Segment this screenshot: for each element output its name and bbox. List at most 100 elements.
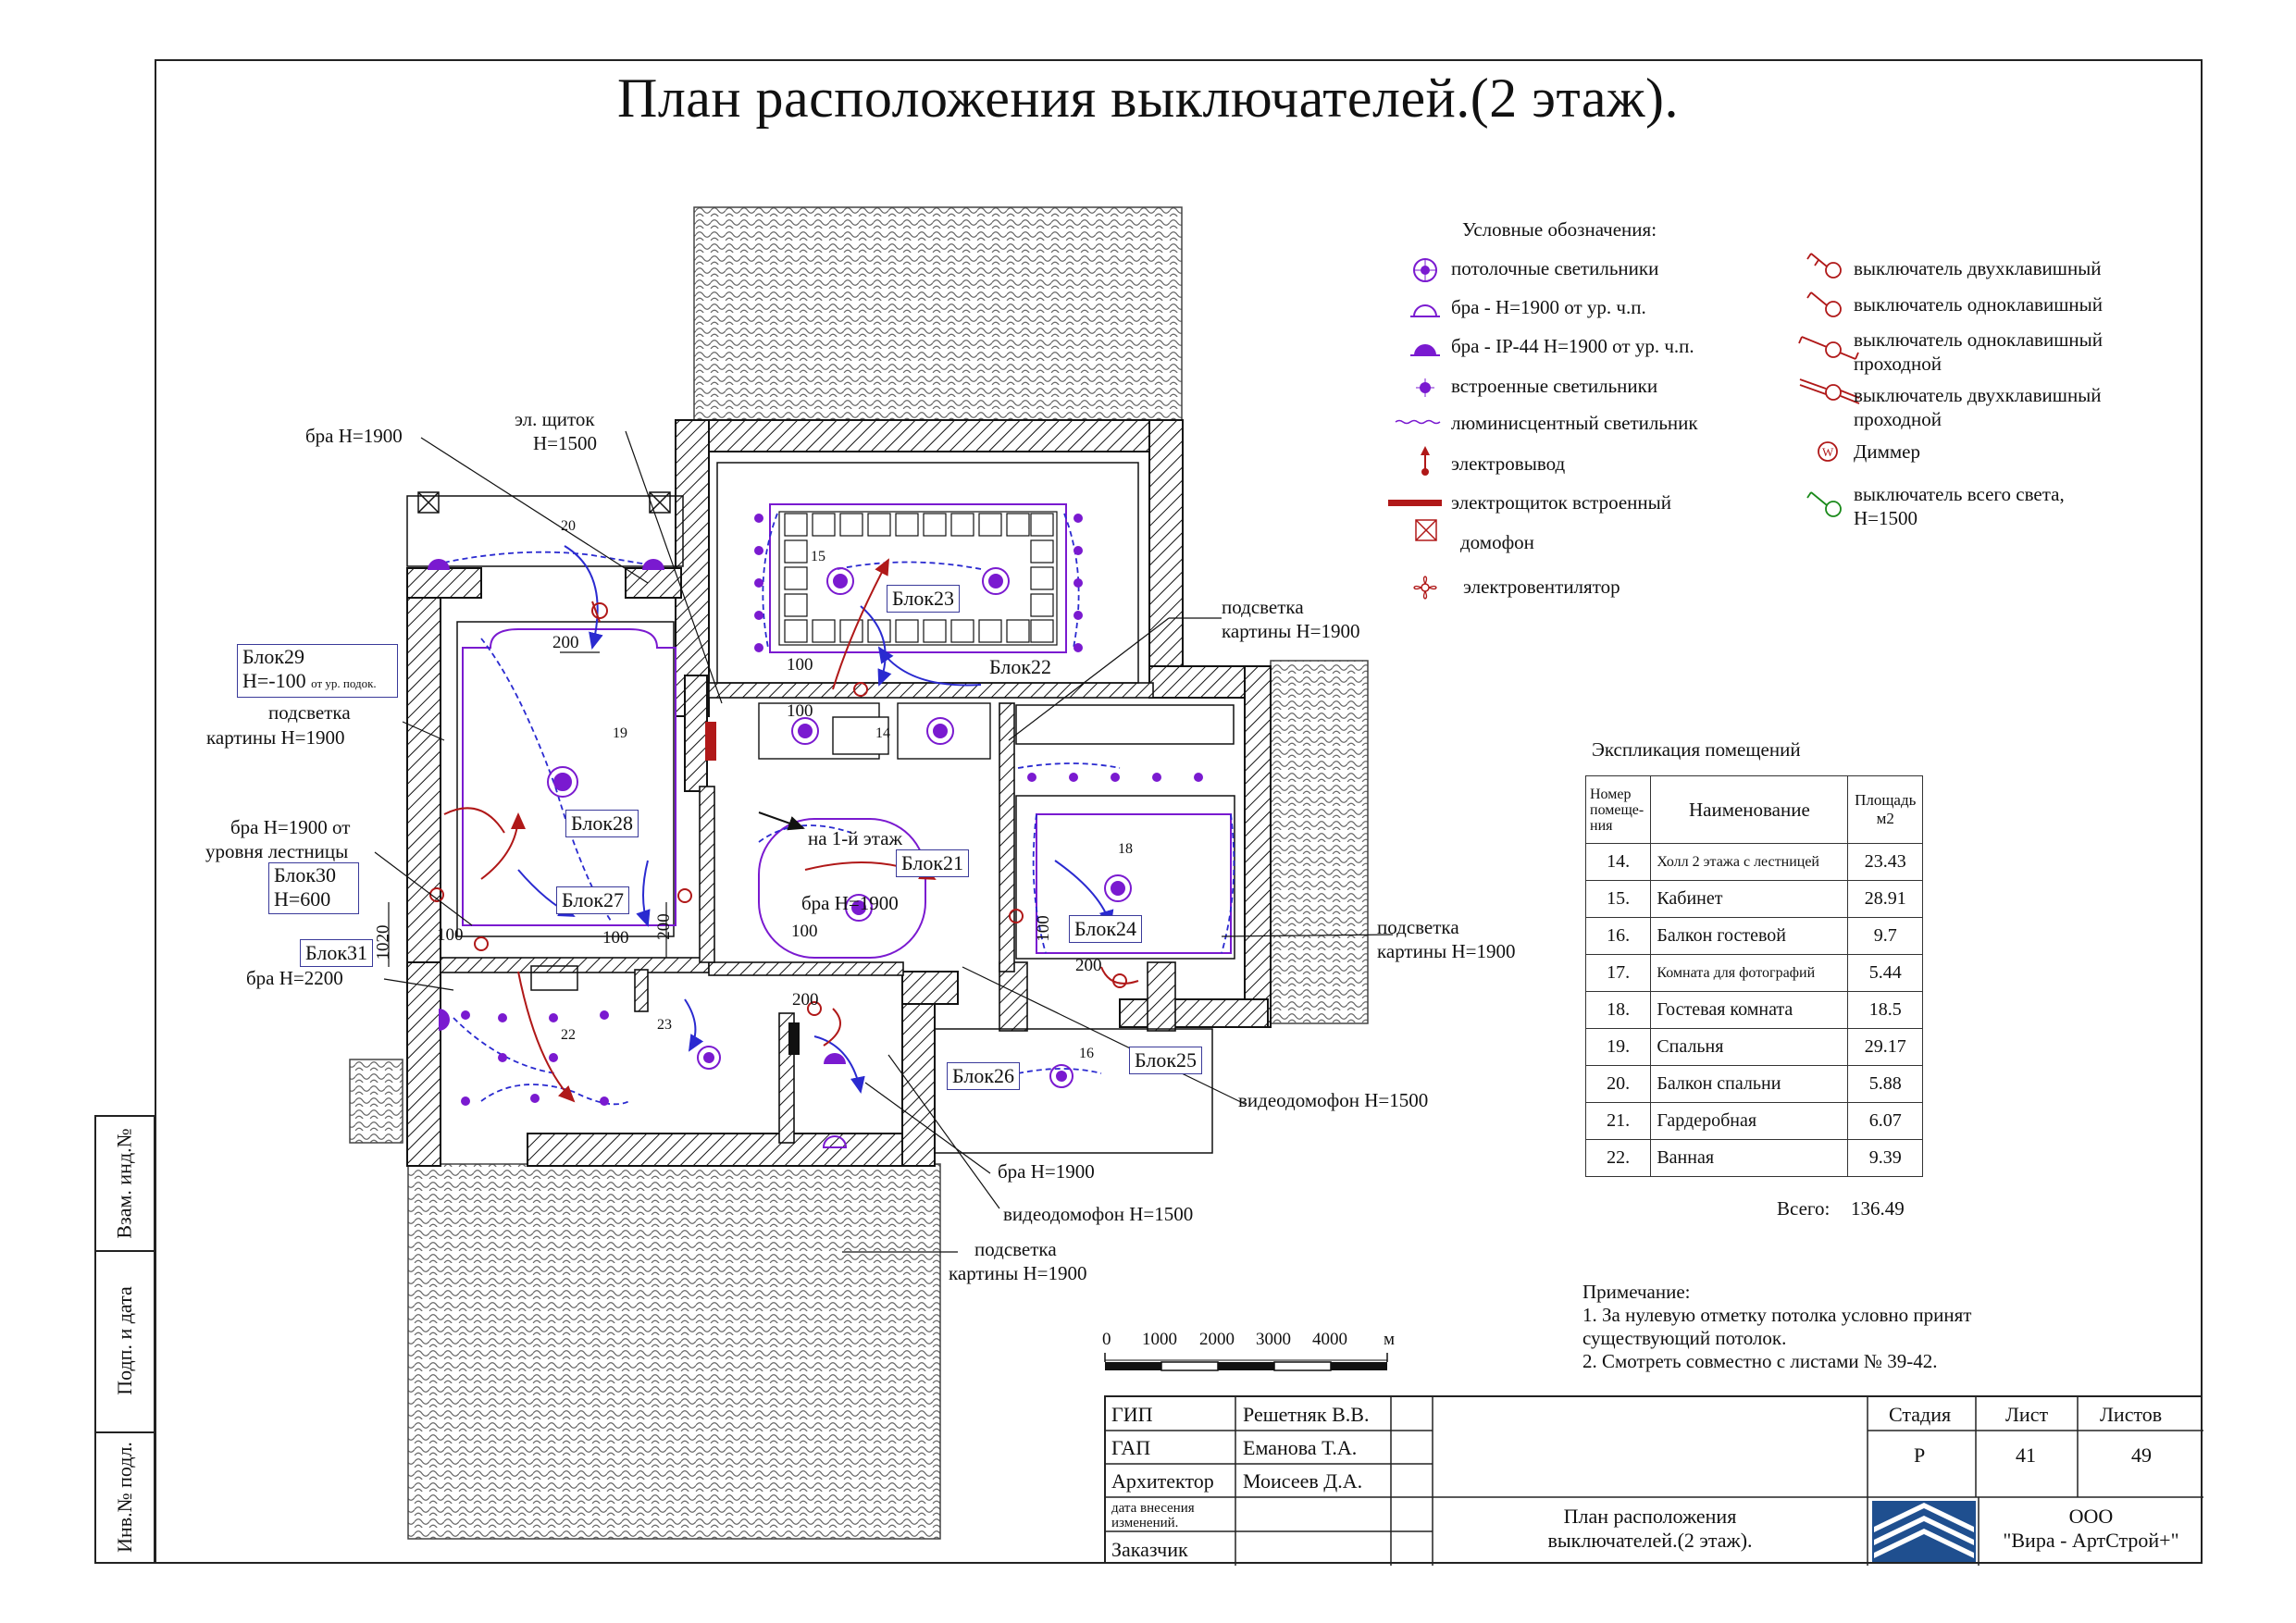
block23-label: Блок23	[887, 585, 961, 613]
block27-label: Блок27	[556, 886, 630, 914]
title-block-grid	[1106, 1397, 2203, 1566]
stamp-sheet-value: 41	[2016, 1443, 2036, 1467]
wall-sconce-ip44-icon	[1410, 344, 1440, 356]
wall-sconces	[428, 559, 848, 1148]
stair-arrow	[758, 812, 805, 831]
dim-label: 100	[437, 925, 464, 945]
scale-tick-4000: 4000	[1312, 1330, 1347, 1349]
note-line3: 2. Смотреть совместно с листами № 39-42.	[1582, 1350, 1938, 1372]
legend-switch-single-pass-1: выключатель одноклавишный	[1854, 328, 2103, 351]
cell-name: Спальня	[1650, 1028, 1849, 1066]
svg-text:19: 19	[613, 725, 627, 741]
title-block: ГИП Решетняк В.В. ГАП Еманова Т.А. Архит…	[1104, 1395, 2203, 1566]
dim-label: 100	[791, 922, 818, 941]
svg-text:15: 15	[811, 549, 825, 564]
dim-label: 200	[552, 633, 579, 652]
explication-table: Номер помеще-ния Наименование Площадь м2…	[1584, 775, 1923, 1177]
roof-tiles-left	[349, 1059, 403, 1144]
table-header-row: Номер помеще-ния Наименование Площадь м2	[1584, 775, 1923, 844]
switch-single-icon	[1806, 291, 1842, 317]
page-title: План расположения выключателей.(2 этаж).	[617, 68, 1679, 129]
scale-tick-3000: 3000	[1256, 1330, 1291, 1349]
scale-bar	[1104, 1353, 1388, 1371]
explication-total-label: Всего:	[1777, 1197, 1831, 1220]
callout-picture-light-top-2: картины Н=1900	[1222, 620, 1360, 642]
cell-name: Балкон спальни	[1650, 1065, 1849, 1103]
recessed-light-icon	[1416, 378, 1434, 397]
switch-double-pass-icon	[1799, 378, 1860, 404]
stamp-name-gap: Еманова Т.А.	[1243, 1436, 1358, 1459]
legend-dimmer: Диммер	[1854, 440, 1920, 463]
callout-picture-light-top-1: подсветка	[1222, 596, 1304, 618]
callout-picture-light-right-1: подсветка	[1377, 916, 1459, 938]
cell-name: Гардеробная	[1650, 1102, 1849, 1140]
dim-label: 100	[787, 655, 813, 675]
stamp-header-sheet: Лист	[2005, 1403, 2049, 1426]
master-switch-icon	[1806, 491, 1842, 517]
legend-switch-single-pass-2: проходной	[1854, 353, 1942, 375]
callout-videophone-2: видеодомофон Н=1500	[1003, 1203, 1194, 1225]
callout-picture-light-right-2: картины Н=1900	[1377, 940, 1516, 962]
callout-sconce-1900-mid: бра Н=1900	[801, 892, 899, 914]
callout-sconce-1900-top: бра Н=1900	[305, 425, 403, 447]
note-heading: Примечание:	[1582, 1281, 1691, 1303]
stamp-header-sheets: Листов	[2100, 1403, 2163, 1426]
company-logo-icon	[1872, 1501, 1976, 1562]
fluorescent-lamp-icon	[1395, 419, 1441, 425]
legend-left-icons	[1388, 258, 1442, 541]
dimmer-glyph: W	[1822, 445, 1834, 459]
svg-text:14: 14	[875, 725, 890, 741]
cell-number: 22.	[1584, 1139, 1652, 1177]
fan-icon	[1413, 576, 1437, 600]
cell-number: 16.	[1584, 917, 1652, 955]
side-stamp: Взам. инд.№ Подп. и дата Инв.№ подл.	[94, 1115, 155, 1564]
cell-number: 19.	[1584, 1028, 1652, 1066]
bath-sink	[530, 965, 578, 991]
stamp-role-gip: ГИП	[1111, 1403, 1153, 1426]
callout-picture-light-bottom-2: картины Н=1900	[949, 1262, 1087, 1284]
legend-fan: электровентилятор	[1463, 576, 1620, 598]
wall-sconce-icon	[1410, 304, 1440, 317]
dim-label: 100	[787, 701, 813, 721]
cell-number: 21.	[1584, 1102, 1652, 1140]
guest-cornice	[1036, 813, 1232, 954]
cell-number: 15.	[1584, 880, 1652, 918]
block28-label: Блок28	[565, 810, 639, 837]
cell-area: 9.39	[1847, 1139, 1923, 1177]
stamp-sheets-value: 49	[2131, 1443, 2152, 1467]
explication-total-value: 136.49	[1851, 1197, 1905, 1220]
scale-tick-unit: м	[1384, 1330, 1396, 1349]
switch-double-icon	[1806, 253, 1842, 279]
stamp-role-gap: ГАП	[1111, 1436, 1151, 1459]
cell-area: 5.44	[1847, 954, 1923, 992]
stamp-role-change-date: дата внесения изменений.	[1111, 1501, 1195, 1530]
roof-tiles-top	[693, 206, 1183, 421]
callout-panel-line2: Н=1500	[533, 432, 598, 454]
scale-tick-1000: 1000	[1142, 1330, 1177, 1349]
power-outlet-icon	[1421, 446, 1430, 476]
outer-walls	[406, 419, 1272, 1167]
cell-area: 28.91	[1847, 880, 1923, 918]
cell-name: Кабинет	[1650, 880, 1849, 918]
study-coffer-grid	[778, 511, 1058, 646]
cell-name: Гостевая комната	[1650, 991, 1849, 1029]
block25-label: Блок25	[1129, 1047, 1203, 1074]
roof-tiles-right	[1270, 660, 1369, 1024]
legend-switch-double-pass-2: проходной	[1854, 408, 1942, 430]
note-line1: 1. За нулевую отметку потолка условно пр…	[1582, 1304, 1972, 1326]
block29-height: Н=-100	[242, 669, 306, 692]
callout-sconce-1900-bottom: бра Н=1900	[998, 1160, 1095, 1183]
room-outlines	[406, 462, 1235, 1154]
cell-number: 17.	[1584, 954, 1652, 992]
callout-picture-light-left-1: подсветка	[268, 701, 351, 724]
dimension-lines	[388, 651, 667, 967]
cell-name: Ванная	[1650, 1139, 1849, 1177]
callout-picture-light-bottom-1: подсветка	[974, 1238, 1057, 1260]
stamp-header-stage: Стадия	[1889, 1403, 1952, 1426]
inner-walls	[440, 682, 1176, 1144]
